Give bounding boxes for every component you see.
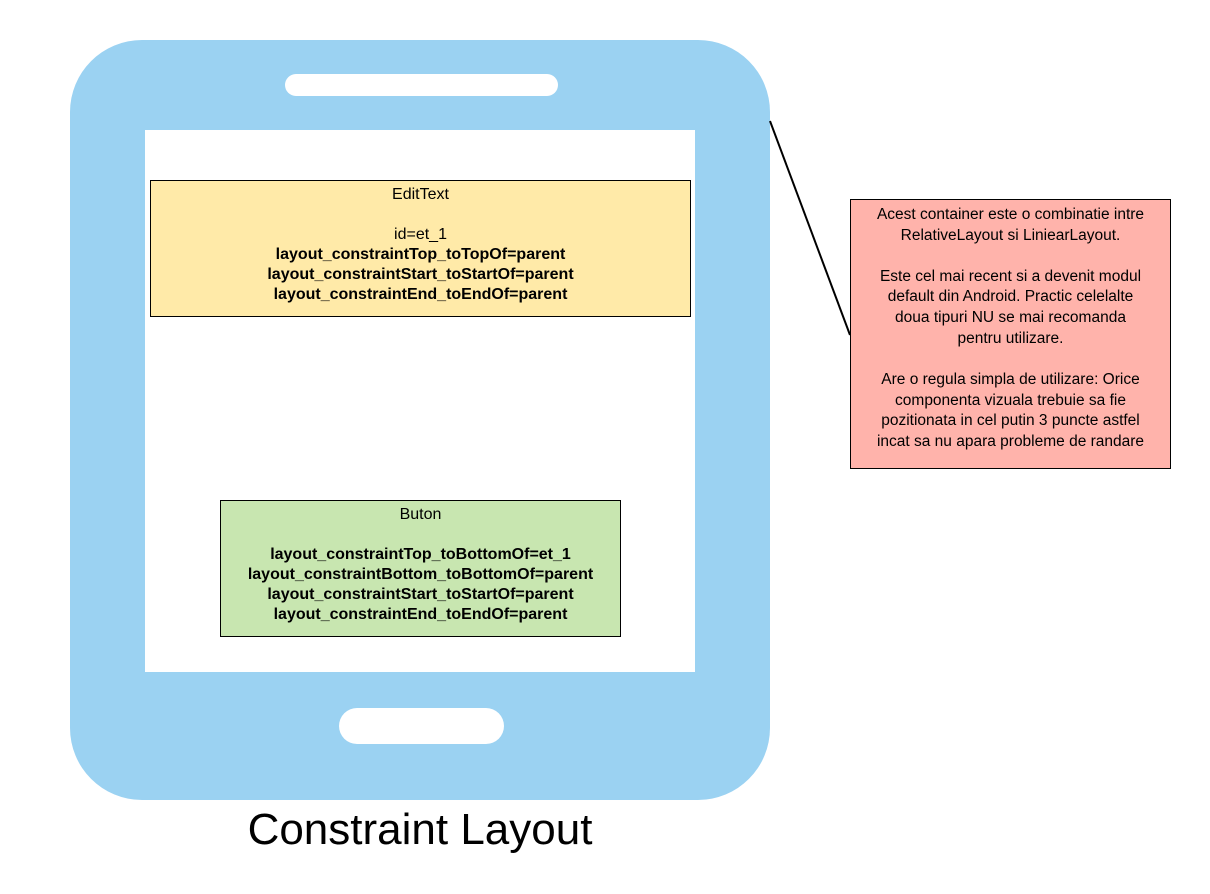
spacer	[855, 247, 1166, 267]
edittext-component-box: EditText id=et_1 layout_constraintTop_to…	[150, 180, 691, 317]
edittext-constraint: layout_constraintStart_toStartOf=parent	[267, 266, 574, 283]
phone-speaker	[285, 74, 558, 96]
button-constraint: layout_constraintTop_toBottomOf=et_1	[270, 546, 571, 563]
button-component-box: Buton layout_constraintTop_toBottomOf=et…	[220, 500, 621, 637]
diagram-caption: Constraint Layout	[247, 805, 593, 854]
edittext-title: EditText	[392, 186, 449, 203]
note-line: Acest container este o combinatie intre	[876, 206, 1145, 223]
edittext-constraint: layout_constraintTop_toTopOf=parent	[275, 246, 566, 263]
edittext-constraint: layout_constraintEnd_toEndOf=parent	[273, 286, 568, 303]
note-line: pozitionata in cel putin 3 puncte astfel	[881, 412, 1140, 430]
spacer	[221, 525, 620, 545]
note-box: Acest container este o combinatie intre …	[850, 199, 1171, 469]
button-box-title: Buton	[399, 506, 442, 523]
edittext-id: id=et_1	[394, 226, 447, 243]
spacer	[855, 350, 1166, 370]
note-line: default din Android. Practic celelalte	[887, 288, 1134, 306]
note-line: incat sa nu apara probleme de randare	[876, 433, 1145, 451]
note-line: Are o regula simpla de utilizare: Orice	[881, 370, 1140, 388]
phone-home-button	[339, 708, 504, 744]
note-line: pentru utilizare.	[957, 329, 1064, 347]
note-line: componenta vizuala trebuie sa fie	[895, 391, 1126, 409]
button-constraint: layout_constraintEnd_toEndOf=parent	[273, 606, 568, 623]
note-line: doua tipuri NU se mai recomanda	[895, 309, 1126, 327]
note-line: Este cel mai recent si a devenit modul	[879, 267, 1142, 285]
button-constraint: layout_constraintBottom_toBottomOf=paren…	[247, 566, 594, 583]
note-line: RelativeLayout si LiniearLayout.	[900, 226, 1121, 244]
button-constraint: layout_constraintStart_toStartOf=parent	[267, 586, 574, 603]
spacer	[151, 205, 690, 225]
